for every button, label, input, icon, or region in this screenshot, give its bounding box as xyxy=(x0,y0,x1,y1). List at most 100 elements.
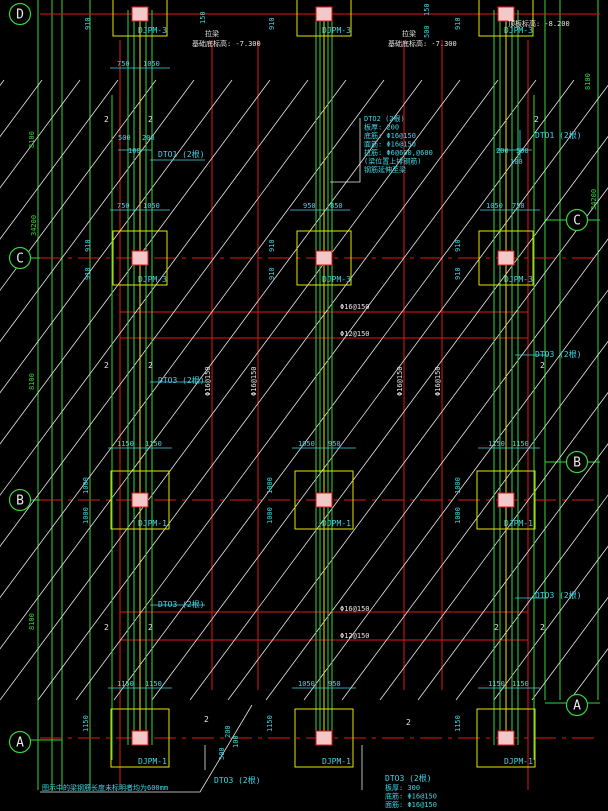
count-tag: 2 xyxy=(148,623,153,632)
dto2-note-line: 钢筋延伸至梁 xyxy=(364,165,406,174)
dim-label: 1000 xyxy=(82,477,90,494)
count-tag: 2 xyxy=(104,623,109,632)
dto2-note-line: 板厚: 200 xyxy=(364,123,399,132)
axis-bubble-label: B xyxy=(573,456,581,471)
footer-note: 图示中的梁钢筋长度未标明者均为600mm xyxy=(42,783,168,792)
dim-label: 1050 xyxy=(298,440,315,448)
elevation-label: 顶板标高: -8.200 xyxy=(508,19,570,28)
axis-bubble[interactable]: B xyxy=(565,450,589,474)
footing: DJPM-1 xyxy=(476,708,536,768)
footing: DJPM-3 xyxy=(478,0,534,37)
hatch-line xyxy=(0,79,347,548)
dim-label: 950 xyxy=(328,680,341,688)
axis-bubble-label: A xyxy=(16,736,24,751)
hatch-line xyxy=(0,79,119,240)
rebar-label: Φ16@150 xyxy=(204,366,212,396)
count-tag: 2 xyxy=(494,623,499,632)
hatch-line xyxy=(379,392,608,701)
count-tag: 2 xyxy=(148,115,153,124)
dim-label: 150 xyxy=(199,11,207,24)
leader-lines xyxy=(40,118,363,793)
axis-bubble-label: C xyxy=(16,252,24,267)
axis-bubble[interactable]: D xyxy=(8,2,32,26)
beam-tag: DTO3 (2根) xyxy=(158,375,205,385)
rebar-label: Φ16@150 xyxy=(434,366,442,396)
dto2-note-line: 底筋: Φ16@150 xyxy=(364,131,416,140)
hatch-line xyxy=(455,494,608,701)
dim-label: 910 xyxy=(84,17,92,30)
footing: DJPM-1 xyxy=(294,708,354,768)
dim-label: 100 xyxy=(128,147,141,155)
count-tag: 2 xyxy=(540,623,545,632)
dim-label: 1150 xyxy=(512,680,529,688)
rebar-label: Φ16@150 xyxy=(396,366,404,396)
hatch-line xyxy=(0,79,233,394)
dim-label: 500 xyxy=(218,747,226,760)
column-pier xyxy=(497,730,515,746)
dim-label: 1150 xyxy=(117,440,134,448)
hatch-line xyxy=(0,79,157,291)
hatch-line xyxy=(0,79,385,599)
elevation-label: 基础底标高: -7.300 xyxy=(388,39,457,48)
axis-bubble[interactable]: A xyxy=(565,693,589,717)
dim-label: 1050 xyxy=(143,202,160,210)
footing-label: DJPM-1 xyxy=(138,757,167,766)
dim-label: 1050 xyxy=(486,202,503,210)
dim-label: 500 xyxy=(118,134,131,142)
span-dimension: 8100 xyxy=(584,73,592,90)
axis-bubble[interactable]: C xyxy=(8,246,32,270)
span-dimension: 8100 xyxy=(28,373,36,390)
footing-label: DJPM-3 xyxy=(322,26,351,35)
hatch-line xyxy=(493,545,608,701)
column-pier xyxy=(497,6,515,22)
rebar-label: Φ16@150 xyxy=(340,605,370,613)
footing: DJPM-1 xyxy=(110,708,170,768)
elevation-mark: 拉梁 xyxy=(205,29,219,38)
dto2-note-line: (梁位置上排钢筋) xyxy=(364,157,421,166)
count-tag: 2 xyxy=(406,718,411,727)
count-tag: 2 xyxy=(104,361,109,370)
axis-bubble[interactable]: C xyxy=(565,208,589,232)
dim-label: 200 xyxy=(496,147,509,155)
total-dimension: 34200 xyxy=(30,215,38,236)
dim-label: 850 xyxy=(330,202,343,210)
bottom-note-line: 面筋: Φ16@150 xyxy=(385,800,437,809)
dto2-note-line: DTO2 (2根) xyxy=(364,114,405,123)
hatch-line xyxy=(0,79,461,701)
dim-label: 1150 xyxy=(454,715,462,732)
footing-label: DJPM-1 xyxy=(504,519,533,528)
beam-tag: DTO1 (2根) xyxy=(535,130,582,140)
dim-label: 950 xyxy=(328,440,341,448)
hatch-line xyxy=(341,340,608,701)
footing-label: DJPM-3 xyxy=(322,275,351,284)
footing: DJPM-1 xyxy=(110,470,170,530)
hatch-line xyxy=(569,648,608,701)
footing: DJPM-3 xyxy=(296,0,352,37)
dim-label: 200 xyxy=(224,725,232,738)
count-tag: 2 xyxy=(104,115,109,124)
dim-label: 1000 xyxy=(82,507,90,524)
hatch-line xyxy=(189,135,608,701)
footing-label: DJPM-1 xyxy=(138,519,167,528)
dim-label: 910 xyxy=(454,17,462,30)
axis-bubble[interactable]: B xyxy=(8,488,32,512)
dim-label: 910 xyxy=(454,267,462,280)
footing-label: DJPM-1 xyxy=(322,757,351,766)
axis-bubble-label: B xyxy=(16,494,24,509)
hatch-line xyxy=(0,79,271,445)
dim-label: 500 xyxy=(516,147,529,155)
column-pier xyxy=(315,6,333,22)
hatch-line xyxy=(0,79,423,650)
dim-label: 1150 xyxy=(266,715,274,732)
dim-label: 1000 xyxy=(266,507,274,524)
span-dimension: 8100 xyxy=(28,613,36,630)
column-pier xyxy=(315,250,333,266)
rebar-label: Φ12@150 xyxy=(340,330,370,338)
beam-tag: DTO3 (2根) xyxy=(158,599,205,609)
dim-label: 910 xyxy=(454,239,462,252)
axis-bubble[interactable]: A xyxy=(8,730,32,754)
dto2-note-line: 面筋: Φ16@150 xyxy=(364,140,416,149)
hatch-line xyxy=(0,79,195,343)
